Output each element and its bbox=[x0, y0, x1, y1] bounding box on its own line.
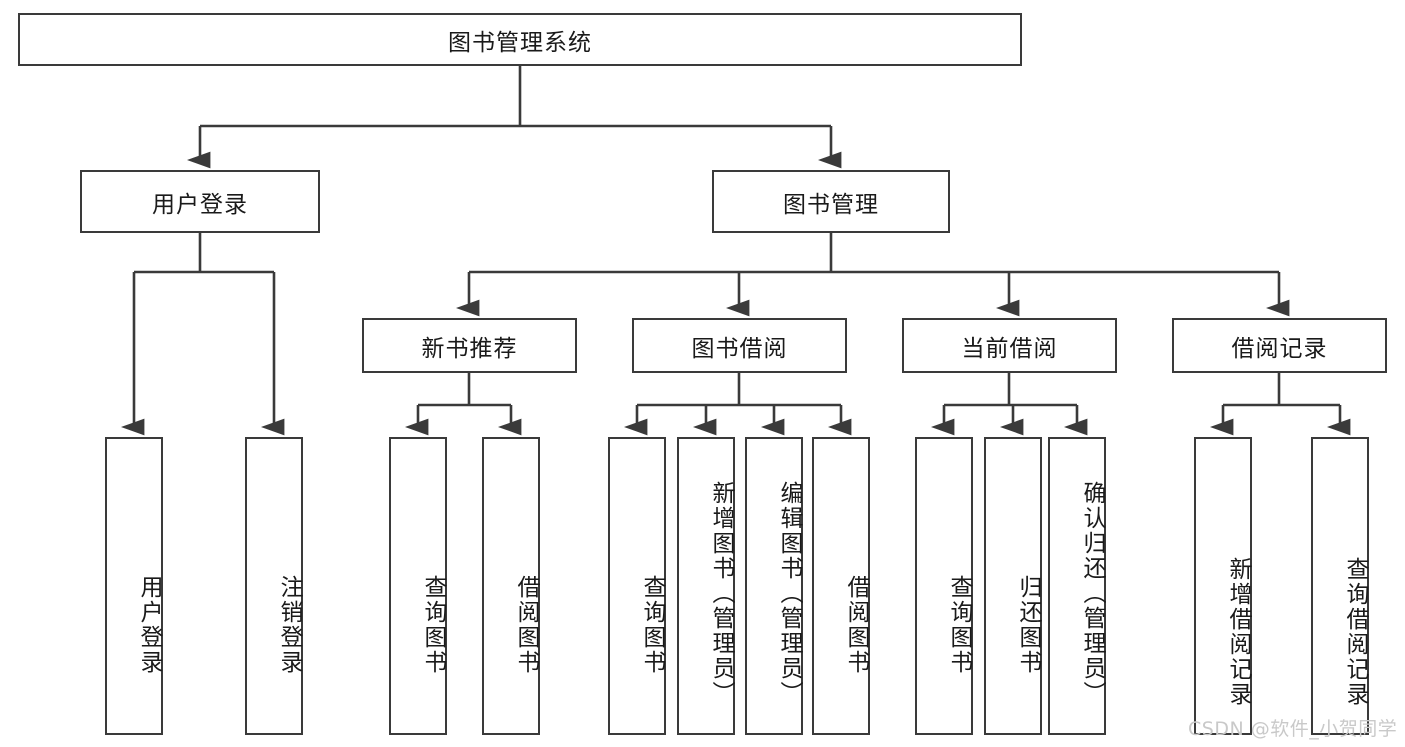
node-leaf-query-book-borrow[interactable]: 查询图书 bbox=[608, 437, 666, 735]
node-borrow-records[interactable]: 借阅记录 bbox=[1172, 318, 1387, 373]
node-leaf-user-login-label: 用户登录 bbox=[136, 575, 162, 675]
node-leaf-user-logout-label: 注销登录 bbox=[276, 575, 302, 675]
node-user-login[interactable]: 用户登录 bbox=[80, 170, 320, 233]
node-leaf-confirm-return-admin[interactable]: 确认归还（管理员） bbox=[1048, 437, 1106, 735]
node-new-book-recommend[interactable]: 新书推荐 bbox=[362, 318, 577, 373]
node-book-borrow-label: 图书借阅 bbox=[691, 335, 788, 362]
node-leaf-lend-book-label: 借阅图书 bbox=[843, 575, 869, 675]
node-root[interactable]: 图书管理系统 bbox=[18, 13, 1022, 66]
node-leaf-user-login[interactable]: 用户登录 bbox=[105, 437, 163, 735]
node-leaf-add-borrow-record-label: 新增借阅记录 bbox=[1225, 557, 1251, 707]
node-leaf-query-book-current[interactable]: 查询图书 bbox=[915, 437, 973, 735]
node-book-management[interactable]: 图书管理 bbox=[712, 170, 950, 233]
node-leaf-query-book-recommend-label: 查询图书 bbox=[420, 575, 446, 675]
node-leaf-borrow-book-recommend[interactable]: 借阅图书 bbox=[482, 437, 540, 735]
node-leaf-query-book-recommend[interactable]: 查询图书 bbox=[389, 437, 447, 735]
node-book-management-label: 图书管理 bbox=[783, 191, 879, 218]
node-leaf-add-borrow-record[interactable]: 新增借阅记录 bbox=[1194, 437, 1252, 735]
node-leaf-borrow-book-recommend-label: 借阅图书 bbox=[513, 575, 539, 675]
node-leaf-edit-book-admin[interactable]: 编辑图书（管理员） bbox=[745, 437, 803, 735]
node-book-borrow[interactable]: 图书借阅 bbox=[632, 318, 847, 373]
node-current-borrow-label: 当前借阅 bbox=[961, 335, 1058, 362]
node-leaf-query-book-current-label: 查询图书 bbox=[946, 575, 972, 675]
node-borrow-records-label: 借阅记录 bbox=[1231, 335, 1328, 362]
node-leaf-query-borrow-record-label: 查询借阅记录 bbox=[1342, 557, 1368, 707]
node-current-borrow[interactable]: 当前借阅 bbox=[902, 318, 1117, 373]
node-leaf-lend-book[interactable]: 借阅图书 bbox=[812, 437, 870, 735]
node-leaf-edit-book-admin-label: 编辑图书（管理员） bbox=[776, 480, 802, 706]
node-leaf-user-logout[interactable]: 注销登录 bbox=[245, 437, 303, 735]
node-leaf-add-book-admin-label: 新增图书（管理员） bbox=[708, 480, 734, 706]
csdn-watermark: CSDN @软件_小贺同学 bbox=[1188, 718, 1398, 740]
node-user-login-label: 用户登录 bbox=[152, 191, 248, 218]
node-leaf-confirm-return-admin-label: 确认归还（管理员） bbox=[1079, 480, 1105, 706]
node-leaf-return-book[interactable]: 归还图书 bbox=[984, 437, 1042, 735]
node-leaf-return-book-label: 归还图书 bbox=[1015, 575, 1041, 675]
node-root-label: 图书管理系统 bbox=[448, 29, 592, 56]
node-leaf-query-book-borrow-label: 查询图书 bbox=[639, 575, 665, 675]
node-leaf-add-book-admin[interactable]: 新增图书（管理员） bbox=[677, 437, 735, 735]
node-new-book-recommend-label: 新书推荐 bbox=[421, 335, 518, 362]
node-leaf-query-borrow-record[interactable]: 查询借阅记录 bbox=[1311, 437, 1369, 735]
